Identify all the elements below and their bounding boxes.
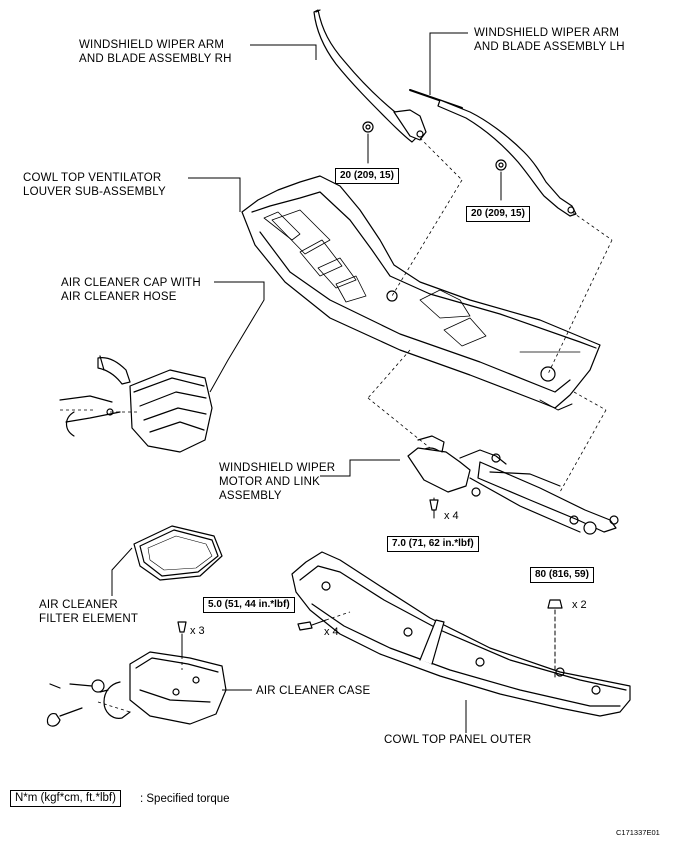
label-filter-line1: AIR CLEANER [39,599,118,611]
label-panel: COWL TOP PANEL OUTER [384,734,532,746]
label-motor-line2: MOTOR AND LINK [219,476,320,488]
label-louver-line2: LOUVER SUB-ASSEMBLY [23,186,166,198]
leader-cap [209,281,265,393]
label-motor-line1: WINDSHIELD WIPER [219,462,336,474]
label-case: AIR CLEANER CASE [256,685,371,697]
label-motor-line3: ASSEMBLY [219,490,282,502]
label-filter-line2: FILTER ELEMENT [39,613,139,625]
label-wiper-rh-line1: WINDSHIELD WIPER ARM [79,39,225,51]
wiper-motor-drawing [407,435,619,535]
label-cap-line2: AIR CLEANER HOSE [61,291,177,303]
mult-motor-bolts: x 4 [444,510,459,522]
panel-nut-drawing [547,599,563,681]
wiper-arm-rh-drawing [313,9,427,143]
torque-case-bolt: 5.0 (51, 44 in.*lbf) [203,597,295,613]
air-cleaner-cap-drawing [59,355,213,453]
air-cleaner-filter-drawing [133,525,223,581]
nut-lh-drawing [495,159,507,201]
torque-wiper-lh: 20 (209, 15) [466,206,530,222]
label-filter: AIR CLEANER FILTER ELEMENT [39,598,138,626]
leader-louver [188,177,241,212]
label-louver-line1: COWL TOP VENTILATOR [23,172,162,184]
torque-motor-bolt: 7.0 (71, 62 in.*lbf) [387,536,479,552]
torque-wiper-rh: 20 (209, 15) [335,168,399,184]
cowl-panel-drawing [291,551,631,717]
label-wiper-rh: WINDSHIELD WIPER ARM AND BLADE ASSEMBLY … [79,38,232,66]
leader-wiper-lh [429,32,468,95]
mult-panel-nuts: x 2 [572,599,587,611]
label-motor: WINDSHIELD WIPER MOTOR AND LINK ASSEMBLY [219,461,335,503]
mult-case-bolts: x 3 [190,625,205,637]
leader-motor [320,459,400,477]
air-cleaner-case-drawing [46,651,227,727]
leader-filter [111,547,133,596]
nut-rh-drawing [362,121,374,164]
label-louver: COWL TOP VENTILATOR LOUVER SUB-ASSEMBLY [23,171,166,199]
case-bolt-drawing [177,621,187,657]
label-cap-line1: AIR CLEANER CAP WITH [61,277,201,289]
panel-bolt-drawing [297,619,327,631]
wiper-arm-lh-drawing [409,89,577,217]
legend-text: : Specified torque [140,793,230,805]
legend-unit-box: N*m (kgf*cm, ft.*lbf) [10,790,121,807]
louver-drawing [241,175,601,411]
torque-panel-nut: 80 (816, 59) [530,567,594,583]
leader-wiper-rh [250,44,317,60]
mult-panel-bolts: x 4 [324,626,339,638]
label-wiper-rh-line2: AND BLADE ASSEMBLY RH [79,53,232,65]
figure-code: C171337E01 [616,828,660,837]
label-wiper-lh-line1: WINDSHIELD WIPER ARM [474,27,620,39]
label-cap: AIR CLEANER CAP WITH AIR CLEANER HOSE [61,276,201,304]
label-wiper-lh-line2: AND BLADE ASSEMBLY LH [474,41,625,53]
label-wiper-lh: WINDSHIELD WIPER ARM AND BLADE ASSEMBLY … [474,26,625,54]
